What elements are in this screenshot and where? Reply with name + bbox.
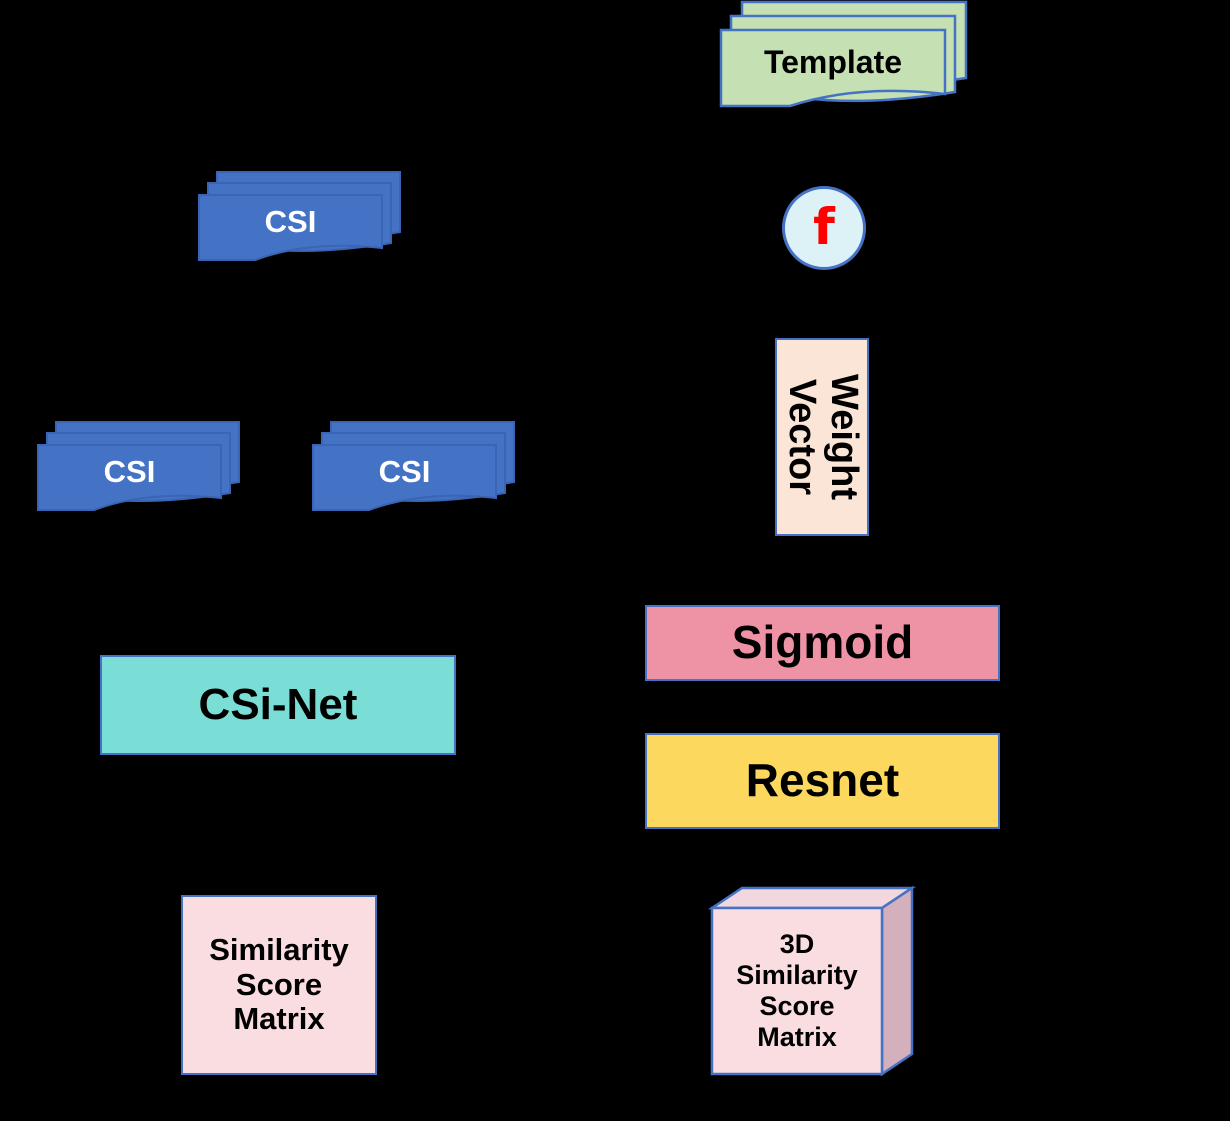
node-similarity-score-matrix[interactable]: Similarity Score Matrix [181,895,377,1075]
resnet-label: Resnet [745,754,900,807]
csi-left-stack-shape [37,421,240,511]
weight-vector-line2: Vector [781,378,823,496]
node-function-circle[interactable]: f [782,186,866,270]
node-csi-right-stack[interactable]: CSI [311,420,516,520]
template-stack-shape [719,0,968,108]
weight-vector-line1: Weight [822,374,865,500]
node-csi-net[interactable]: CSi-Net [100,655,456,755]
similarity-score-matrix-line3: Matrix [233,1001,325,1037]
node-resnet[interactable]: Resnet [645,733,1000,829]
cube-3d-shape [707,885,917,1077]
sigmoid-label: Sigmoid [731,616,914,669]
node-template-stack[interactable]: Template [718,0,968,112]
weight-vector-label: Weight Vector [780,374,865,500]
node-sigmoid[interactable]: Sigmoid [645,605,1000,681]
similarity-score-matrix-line1: Similarity [209,931,349,967]
node-similarity-score-matrix-3d[interactable]: 3D Similarity Score Matrix [707,885,917,1077]
csi-top-stack-shape [198,171,401,261]
csi-net-label: CSi-Net [198,680,358,730]
node-csi-left-stack[interactable]: CSI [36,420,241,520]
similarity-score-matrix-line2: Score [235,966,323,1002]
node-csi-top-stack[interactable]: CSI [197,170,402,270]
node-weight-vector[interactable]: Weight Vector [775,338,869,536]
csi-right-stack-shape [312,421,515,511]
function-f-glyph: f [813,198,835,256]
